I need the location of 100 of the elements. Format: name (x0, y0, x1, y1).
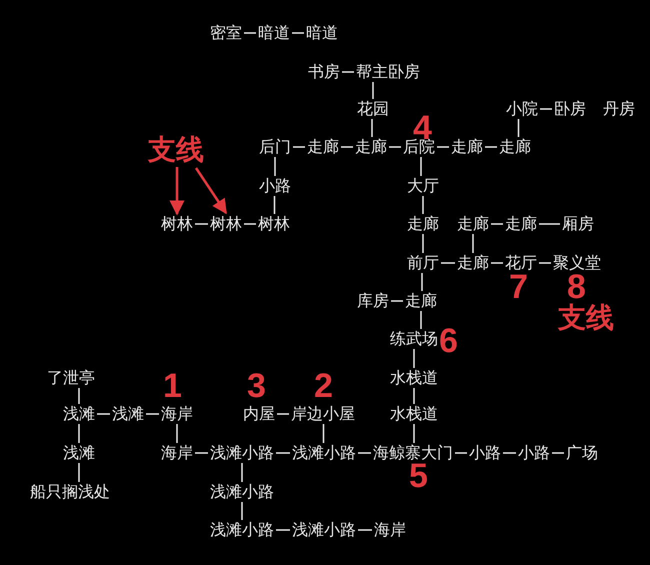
connector-line (241, 463, 243, 482)
step-number: 1 (163, 368, 182, 404)
location-label: 浅滩小路 (210, 521, 274, 539)
location-label: 浅滩小路 (292, 521, 356, 539)
location-label: 小路 (518, 444, 550, 462)
connector-line (539, 223, 560, 225)
arrow (170, 167, 184, 216)
location-label: 走廊 (355, 138, 387, 156)
location-label: 小院 (506, 100, 538, 118)
location-label: 走廊 (407, 215, 439, 233)
connector-line (372, 82, 374, 99)
location-label: 浅滩 (63, 444, 95, 462)
location-label: 库房 (357, 292, 389, 310)
location-label: 暗道 (258, 24, 290, 42)
connector-line (422, 196, 424, 214)
connector-line (274, 157, 276, 176)
location-label: 海岸 (161, 444, 193, 462)
location-label: 了泄亭 (47, 369, 95, 387)
connector-line (78, 463, 80, 482)
connector-line (342, 71, 354, 73)
location-label: 浅滩 (63, 405, 95, 423)
location-label: 广场 (566, 444, 598, 462)
connector-line (413, 424, 415, 443)
location-label: 海岸 (374, 521, 406, 539)
connector-line (293, 146, 305, 148)
connector-line (518, 119, 520, 137)
connector-line (78, 388, 80, 404)
location-label: 船只搁浅处 (30, 483, 110, 501)
location-label: 走廊 (405, 292, 437, 310)
connector-line (322, 424, 324, 443)
location-label: 暗道 (306, 24, 338, 42)
branch-label: 支线 (558, 302, 614, 334)
branch-label: 支线 (148, 134, 204, 166)
connector-line (276, 529, 290, 531)
connector-line (420, 157, 422, 176)
connector-line (413, 349, 415, 368)
connector-line (358, 452, 371, 454)
connector-line (341, 146, 353, 148)
location-label: 走廊 (451, 138, 483, 156)
location-label: 厢房 (562, 215, 594, 233)
connector-line (274, 196, 276, 214)
location-label: 走廊 (457, 254, 489, 272)
step-number: 3 (247, 368, 266, 404)
location-label: 花园 (357, 100, 389, 118)
arrow (194, 167, 228, 214)
location-label: 聚义堂 (553, 254, 601, 272)
step-number: 6 (439, 323, 458, 359)
location-label: 书房 (308, 63, 340, 81)
connector-line (491, 223, 503, 225)
location-label: 内屋 (243, 405, 275, 423)
location-label: 浅滩 (112, 405, 144, 423)
location-label: 水栈道 (390, 369, 438, 387)
connector-line (491, 262, 503, 264)
connector-line (78, 424, 80, 443)
connector-line (277, 413, 289, 415)
location-label: 浅滩小路 (210, 444, 274, 462)
connector-line (441, 262, 455, 264)
location-label: 浅滩小路 (292, 444, 356, 462)
connector-line (241, 502, 243, 520)
step-number: 8 (567, 269, 586, 305)
connector-line (540, 108, 552, 110)
location-label: 树林 (161, 215, 193, 233)
connector-line (244, 223, 256, 225)
connector-line (276, 452, 290, 454)
location-label: 密室 (210, 24, 242, 42)
connector-line (422, 234, 424, 253)
connector-line (371, 119, 373, 137)
location-label: 水栈道 (390, 405, 438, 423)
connector-line (176, 424, 178, 443)
location-label: 练武场 (390, 330, 438, 348)
connector-line (472, 234, 474, 253)
location-label: 小路 (259, 177, 291, 195)
connector-line (455, 452, 467, 454)
connector-line (195, 223, 208, 225)
connector-line (97, 413, 110, 415)
connector-line (503, 452, 516, 454)
connector-line (195, 452, 208, 454)
location-label: 后门 (259, 138, 291, 156)
location-label: 卧房 (554, 100, 586, 118)
connector-line (552, 452, 564, 454)
location-label: 走廊 (457, 215, 489, 233)
location-label: 走廊 (307, 138, 339, 156)
connector-line (391, 300, 403, 302)
connector-line (389, 146, 401, 148)
connector-line (437, 146, 449, 148)
connector-line (413, 388, 415, 404)
location-label: 小路 (469, 444, 501, 462)
location-label: 海岸 (161, 405, 193, 423)
connector-line (421, 273, 423, 291)
location-label: 前厅 (407, 254, 439, 272)
connector-line (146, 413, 159, 415)
connector-line (244, 32, 256, 34)
location-label: 树林 (210, 215, 242, 233)
location-label: 帮主卧房 (356, 63, 420, 81)
location-label: 丹房 (603, 100, 635, 118)
location-label: 树林 (258, 215, 290, 233)
connector-line (358, 529, 372, 531)
location-label: 走廊 (499, 138, 531, 156)
location-label: 浅滩小路 (210, 483, 274, 501)
connector-line (485, 146, 497, 148)
